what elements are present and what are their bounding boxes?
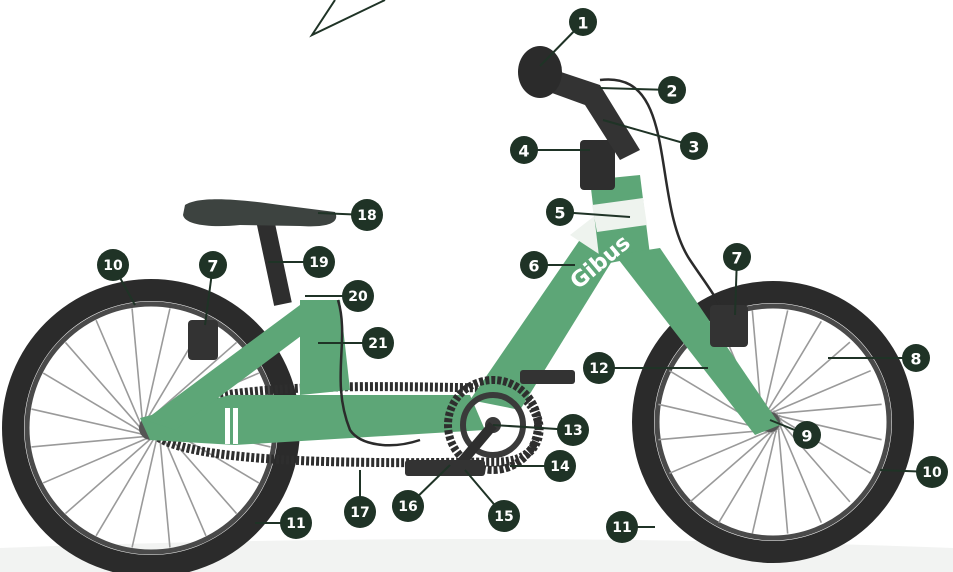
spoke [669, 426, 781, 474]
rear-brake [188, 320, 218, 360]
callout-c11b: 11 [606, 511, 638, 543]
callout-number: 15 [494, 509, 513, 525]
callout-number: 5 [554, 204, 565, 223]
callout-number: 2 [666, 82, 677, 101]
callout-number: 12 [589, 361, 608, 377]
callout-number: 17 [350, 505, 369, 521]
callout-number: 11 [286, 516, 305, 532]
callout-number: 7 [731, 249, 742, 268]
decorative-arrow-shape [312, 0, 385, 35]
chainstay-stripe-2 [233, 408, 238, 444]
spoke [65, 342, 151, 440]
callout-c18: 18 [351, 199, 383, 231]
callout-number: 6 [528, 257, 539, 276]
callout-c8: 8 [902, 344, 930, 372]
callout-c21: 21 [362, 327, 394, 359]
callout-number: 21 [368, 336, 387, 352]
callout-c11a: 11 [280, 507, 312, 539]
callout-number: 13 [563, 423, 582, 439]
callout-number: 14 [550, 459, 570, 475]
callout-c15: 15 [488, 500, 520, 532]
callout-number: 16 [398, 499, 417, 515]
callout-c14: 14 [544, 450, 576, 482]
saddle [183, 199, 336, 226]
callout-number: 3 [688, 138, 699, 157]
callout-number: 10 [103, 258, 123, 274]
callout-c10a: 10 [97, 249, 129, 281]
callout-number: 8 [910, 350, 921, 369]
callout-c7a: 7 [199, 251, 227, 279]
pedal-back [520, 370, 575, 384]
callout-c19: 19 [303, 246, 335, 278]
handlebar-grip [518, 46, 562, 98]
callout-c4: 4 [510, 136, 538, 164]
spoke [43, 432, 162, 483]
callout-c9: 9 [793, 421, 821, 449]
callout-c7b: 7 [723, 243, 751, 271]
leader-lines [113, 22, 932, 527]
callout-c2: 2 [658, 76, 686, 104]
pedal-front [405, 460, 485, 476]
callout-number: 11 [612, 520, 631, 536]
spoke [65, 428, 163, 514]
callout-c20: 20 [342, 280, 374, 312]
spoke [96, 424, 162, 536]
callout-c13: 13 [557, 414, 589, 446]
callout-number: 4 [518, 142, 529, 161]
callout-c10b: 10 [916, 456, 948, 488]
callout-number: 18 [357, 208, 376, 224]
callout-c6: 6 [520, 251, 548, 279]
callout-c12: 12 [583, 352, 615, 384]
callout-number: 1 [577, 14, 588, 33]
callout-number: 19 [309, 255, 328, 271]
spoke [96, 320, 147, 439]
chainstay-stripe-1 [225, 408, 230, 444]
spoke [31, 409, 158, 438]
callout-c3: 3 [680, 132, 708, 160]
callout-c16: 16 [392, 490, 424, 522]
callout-number: 9 [801, 427, 812, 446]
callout-c1: 1 [569, 8, 597, 36]
callout-c5: 5 [546, 198, 574, 226]
callout-number: 20 [348, 289, 368, 305]
spoke [43, 373, 155, 439]
front-brake [710, 305, 748, 347]
callout-number: 7 [207, 257, 218, 276]
callout-c17: 17 [344, 496, 376, 528]
callout-number: 10 [922, 465, 942, 481]
stem [580, 140, 615, 190]
spoke [759, 371, 871, 419]
